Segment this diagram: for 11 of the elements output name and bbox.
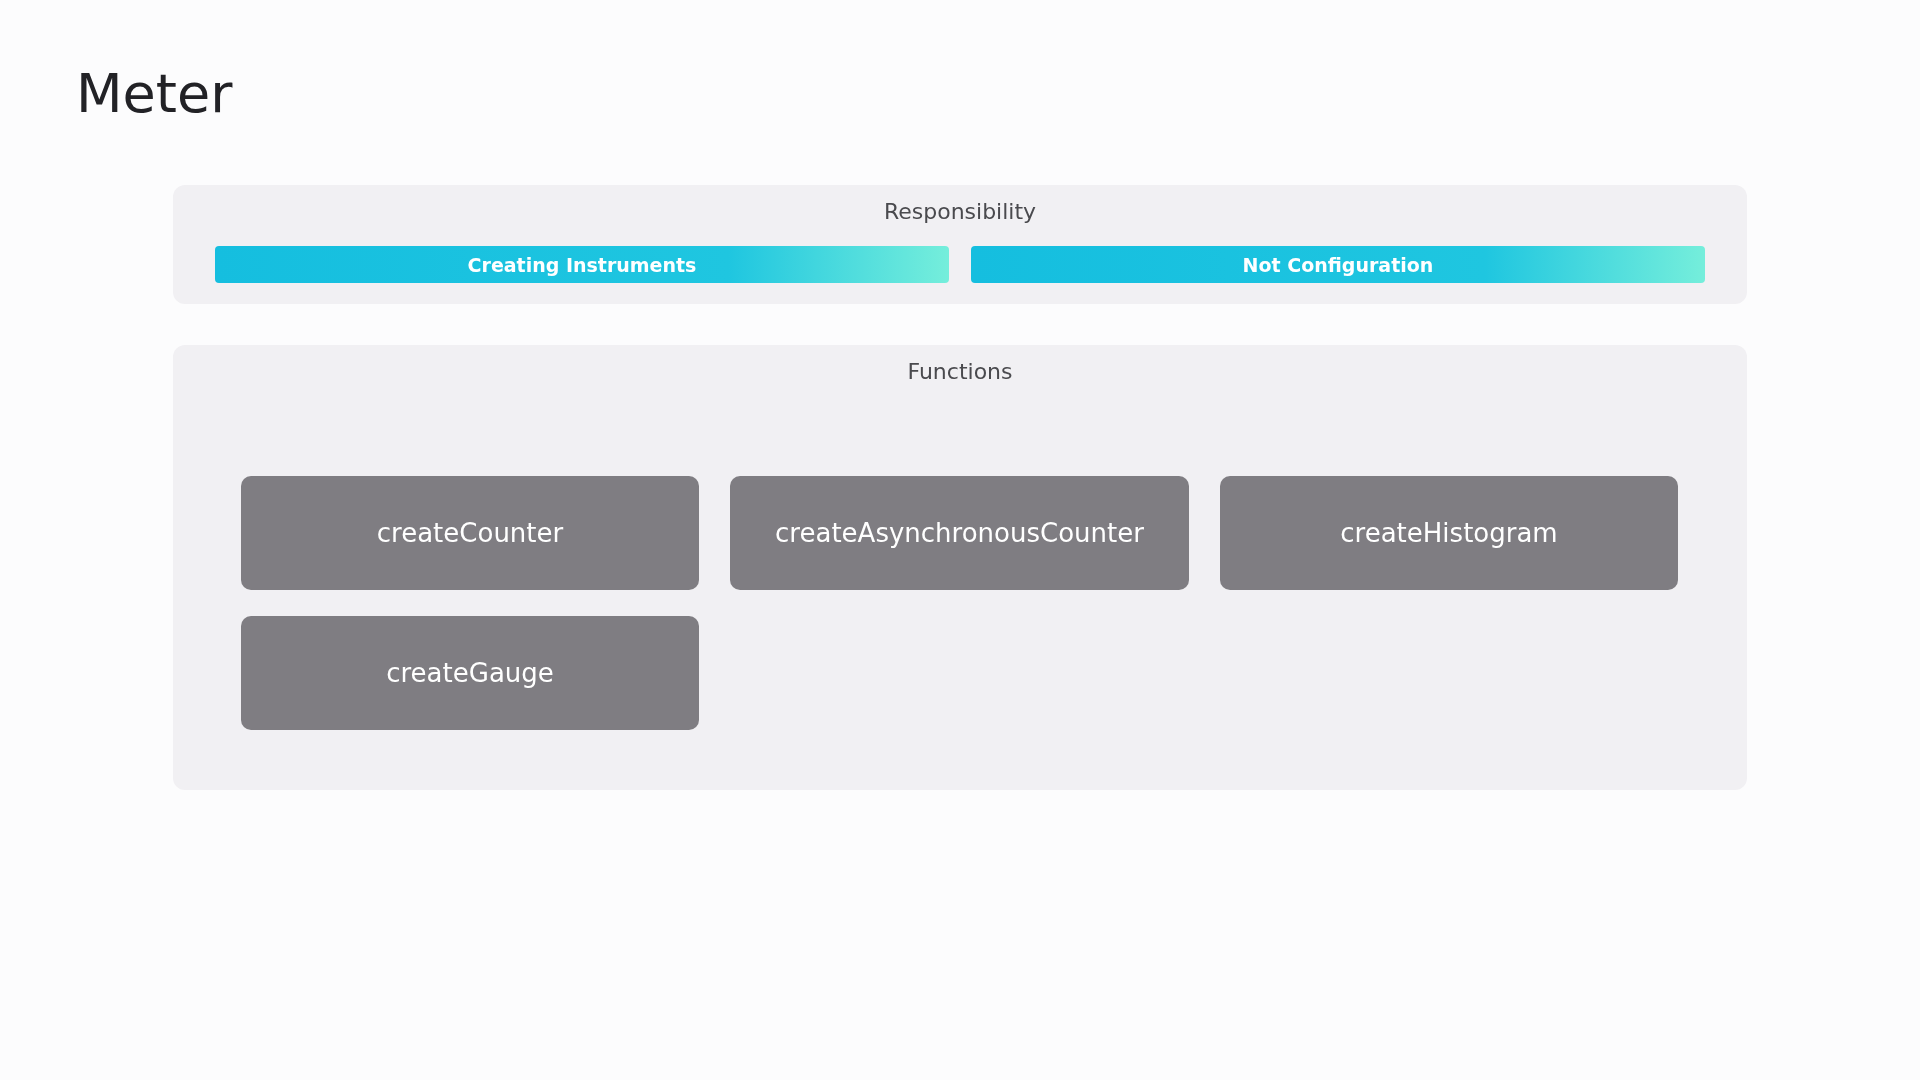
function-box: createCounter: [241, 476, 699, 590]
function-box: createGauge: [241, 616, 699, 730]
label-bar: Not Configuration: [971, 246, 1705, 283]
function-box: createAsynchronousCounter: [730, 476, 1189, 590]
panel-title: Responsibility: [883, 199, 1037, 224]
panel-title: Functions: [907, 359, 1013, 384]
function-box: createHistogram: [1220, 476, 1678, 590]
slide-title: Meter: [76, 64, 233, 124]
panel: [173, 185, 1747, 304]
label-bar: Creating Instruments: [215, 246, 949, 283]
panel: [173, 345, 1747, 790]
